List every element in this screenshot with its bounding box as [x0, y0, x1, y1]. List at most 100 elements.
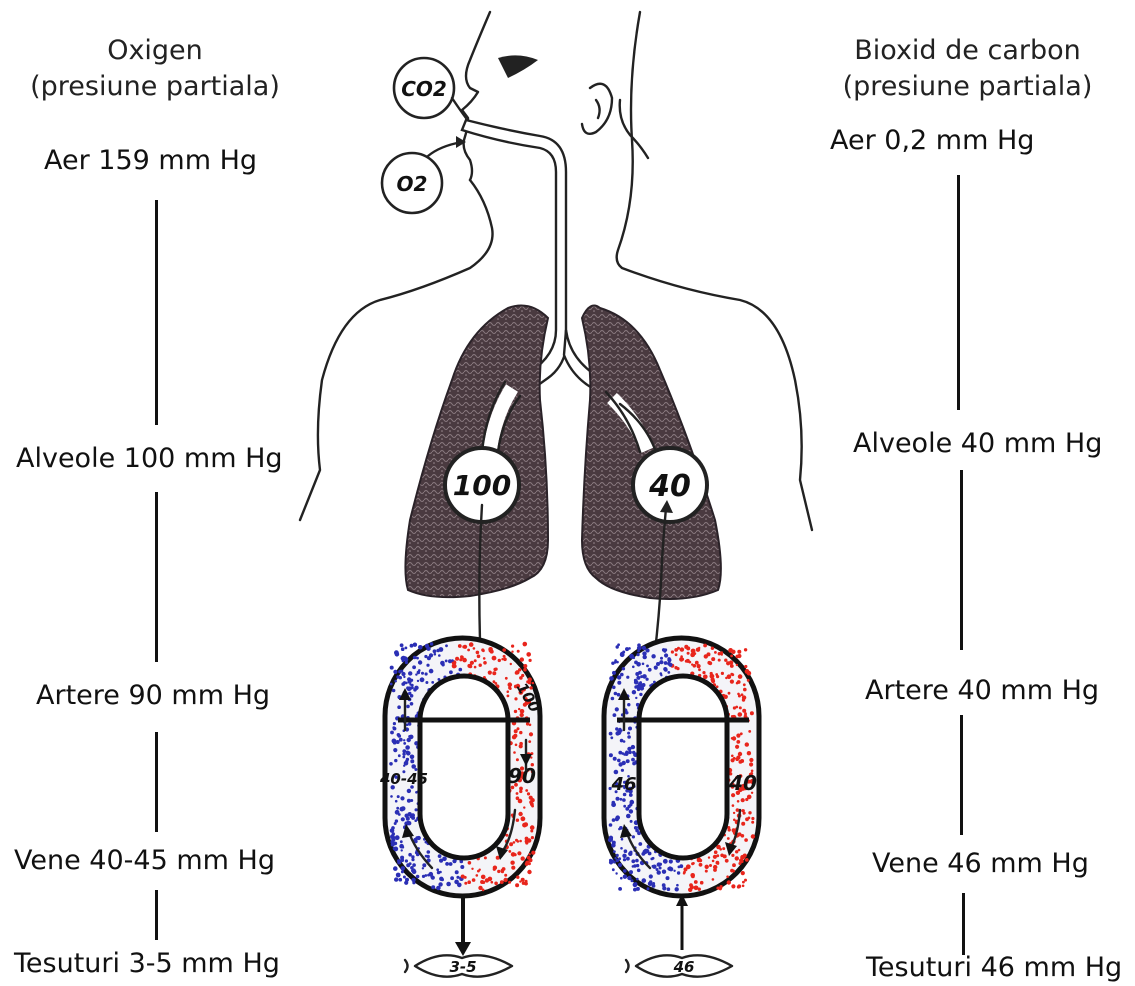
- venous-blood-dot: [410, 644, 414, 648]
- venous-blood-dot: [626, 857, 630, 861]
- arterial-blood-dot: [503, 878, 507, 882]
- arterial-blood-dot: [732, 863, 736, 867]
- arterial-blood-dot: [526, 652, 531, 657]
- venous-blood-dot: [399, 676, 402, 679]
- arterial-blood-dot: [507, 690, 510, 693]
- venous-blood-dot: [636, 878, 639, 881]
- arterial-blood-dot: [735, 856, 739, 860]
- arterial-blood-dot: [492, 656, 497, 661]
- tissue-left-value: 3-5: [449, 958, 476, 976]
- arterial-blood-dot: [686, 659, 690, 663]
- venous-blood-dot: [401, 866, 406, 871]
- venous-blood-dot: [393, 847, 396, 850]
- arterial-blood-dot: [504, 874, 507, 877]
- arterial-blood-dot: [481, 648, 484, 651]
- arterial-blood-dot: [680, 647, 684, 651]
- arterial-blood-dot: [680, 655, 683, 658]
- arterial-blood-dot: [525, 880, 528, 883]
- arterial-blood-dot: [735, 745, 739, 749]
- venous-blood-dot: [651, 654, 655, 658]
- arterial-blood-dot: [725, 859, 729, 863]
- arterial-blood-dot: [484, 856, 487, 859]
- venous-blood-dot: [625, 647, 629, 651]
- venous-blood-dot: [679, 864, 683, 868]
- venous-blood-dot: [411, 869, 414, 872]
- venous-blood-dot: [628, 751, 632, 755]
- arterial-blood-dot: [712, 878, 715, 881]
- venous-blood-dot: [622, 651, 625, 654]
- arterial-blood-dot: [730, 655, 733, 658]
- venous-blood-dot: [407, 789, 411, 793]
- venous-blood-dot: [619, 826, 623, 830]
- arterial-blood-dot: [528, 740, 531, 743]
- arterial-blood-dot: [715, 673, 718, 676]
- arterial-blood-dot: [737, 654, 741, 658]
- venous-blood-dot: [642, 651, 646, 655]
- arterial-blood-dot: [529, 659, 532, 662]
- arterial-blood-dot: [745, 858, 749, 862]
- venous-blood-dot: [664, 653, 668, 657]
- venous-blood-dot: [666, 876, 670, 880]
- arterial-blood-dot: [741, 809, 744, 812]
- arterial-blood-dot: [724, 659, 727, 662]
- venous-blood-dot: [399, 844, 404, 849]
- venous-blood-dot: [395, 652, 400, 657]
- arterial-blood-dot: [705, 865, 709, 869]
- venous-blood-dot: [401, 817, 405, 821]
- venous-blood-dot: [617, 643, 620, 646]
- arterial-blood-dot: [738, 862, 741, 865]
- venous-blood-dot: [391, 826, 395, 830]
- venous-blood-dot: [421, 672, 424, 675]
- arterial-blood-dot: [514, 710, 517, 713]
- loop-left-arterial-value: 90: [508, 764, 536, 788]
- venous-blood-dot: [612, 671, 616, 675]
- arterial-blood-dot: [704, 654, 708, 658]
- venous-blood-dot: [411, 764, 416, 769]
- venous-blood-dot: [455, 870, 459, 874]
- venous-blood-dot: [410, 815, 413, 818]
- arterial-blood-dot: [512, 735, 516, 739]
- venous-blood-dot: [614, 661, 617, 664]
- arterial-blood-dot: [713, 865, 717, 869]
- venous-blood-dot: [624, 849, 628, 853]
- venous-blood-dot: [395, 819, 398, 822]
- arterial-blood-dot: [750, 713, 753, 716]
- venous-blood-dot: [664, 661, 668, 665]
- arterial-blood-dot: [745, 742, 749, 746]
- arterial-blood-dot: [737, 800, 740, 803]
- venous-blood-dot: [399, 878, 403, 882]
- venous-blood-dot: [627, 732, 630, 735]
- venous-blood-dot: [401, 849, 403, 851]
- arterial-blood-dot: [697, 664, 701, 668]
- venous-blood-dot: [406, 758, 409, 761]
- arterial-blood-dot: [727, 880, 731, 884]
- venous-blood-dot: [408, 722, 412, 726]
- venous-blood-dot: [615, 815, 620, 820]
- arterial-blood-dot: [717, 863, 719, 865]
- venous-blood-dot: [438, 654, 441, 657]
- venous-blood-dot: [438, 854, 442, 858]
- arterial-blood-dot: [747, 679, 750, 682]
- venous-blood-dot: [637, 869, 641, 873]
- venous-blood-dot: [410, 799, 413, 802]
- arterial-blood-dot: [458, 644, 462, 648]
- arterial-blood-dot: [743, 683, 746, 686]
- venous-blood-dot: [621, 752, 624, 755]
- venous-blood-dot: [649, 880, 652, 883]
- arterial-blood-dot: [479, 664, 482, 667]
- venous-blood-dot: [394, 680, 397, 683]
- arterial-blood-dot: [733, 812, 735, 814]
- venous-blood-dot: [441, 663, 444, 666]
- venous-blood-dot: [401, 647, 405, 651]
- venous-blood-dot: [431, 681, 434, 684]
- arterial-blood-dot: [482, 881, 485, 884]
- venous-blood-dot: [422, 863, 426, 867]
- venous-blood-dot: [620, 877, 623, 880]
- arterial-blood-dot: [521, 878, 525, 882]
- venous-blood-dot: [610, 736, 613, 739]
- arterial-blood-dot: [482, 889, 485, 892]
- arterial-blood-dot: [727, 837, 730, 840]
- venous-blood-dot: [413, 643, 417, 647]
- o2-bubble-label: O2: [397, 172, 428, 196]
- venous-blood-dot: [390, 683, 393, 686]
